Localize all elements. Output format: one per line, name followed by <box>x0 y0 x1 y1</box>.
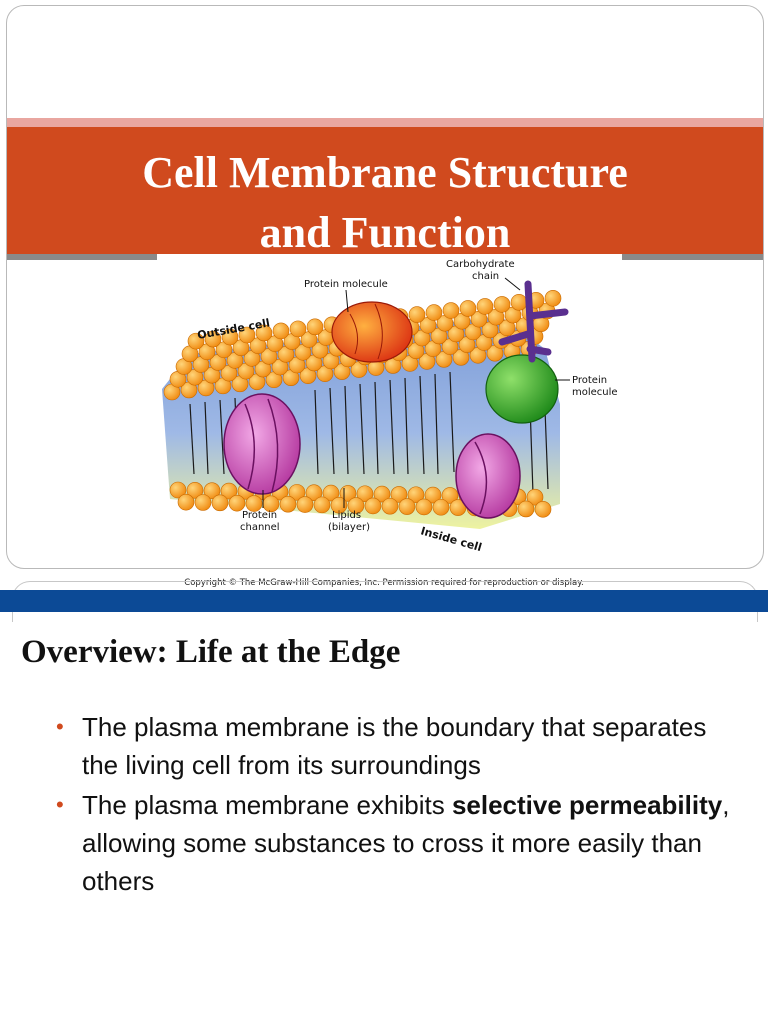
copyright-notice: Copyright © The McGraw-Hill Companies, I… <box>184 578 584 588</box>
accent-strip <box>7 118 763 127</box>
slide-title: Cell Membrane Structure and Function <box>7 143 763 263</box>
protein-molecule-top <box>331 301 413 363</box>
label-molecule-right: molecule <box>572 387 618 398</box>
label-inside-cell: Inside cell <box>419 524 483 554</box>
bullet-item-2: •The plasma membrane exhibits selective … <box>56 786 742 900</box>
label-chain: chain <box>472 271 499 282</box>
protein-molecule-right <box>485 354 559 424</box>
slide-header-bar <box>0 590 768 612</box>
title-slide: Cell Membrane Structure and Function <box>6 5 764 569</box>
label-protein-molecule-top: Protein molecule <box>304 279 388 290</box>
title-line-1: Cell Membrane Structure <box>142 148 628 197</box>
carbohydrate-chain <box>498 280 569 363</box>
lipid-tails <box>189 371 549 495</box>
label-protein-right: Protein <box>572 375 607 386</box>
title-line-2: and Function <box>259 208 511 257</box>
bold-term: selective permeability <box>451 790 723 820</box>
cell-membrane-diagram: Protein molecule Carbohydrate chain Outs… <box>162 259 618 554</box>
label-carbohydrate: Carbohydrate <box>446 259 515 270</box>
bullet-item-1: •The plasma membrane is the boundary tha… <box>56 708 742 784</box>
bullet-dot-icon: • <box>56 792 64 817</box>
label-channel: channel <box>240 522 280 533</box>
title-band: Cell Membrane Structure and Function <box>7 127 763 257</box>
bullet-dot-icon: • <box>56 714 64 739</box>
label-lipids: Lipids <box>332 510 361 521</box>
protein-channel-right <box>455 433 521 519</box>
protein-channel-left <box>223 393 301 495</box>
label-protein-channel: Protein <box>242 510 277 521</box>
label-bilayer: (bilayer) <box>328 522 370 533</box>
slide-heading: Overview: Life at the Edge <box>21 634 401 670</box>
bullet-list: •The plasma membrane is the boundary tha… <box>56 708 742 902</box>
lipid-heads-top <box>163 289 562 401</box>
divider-line <box>7 254 763 260</box>
